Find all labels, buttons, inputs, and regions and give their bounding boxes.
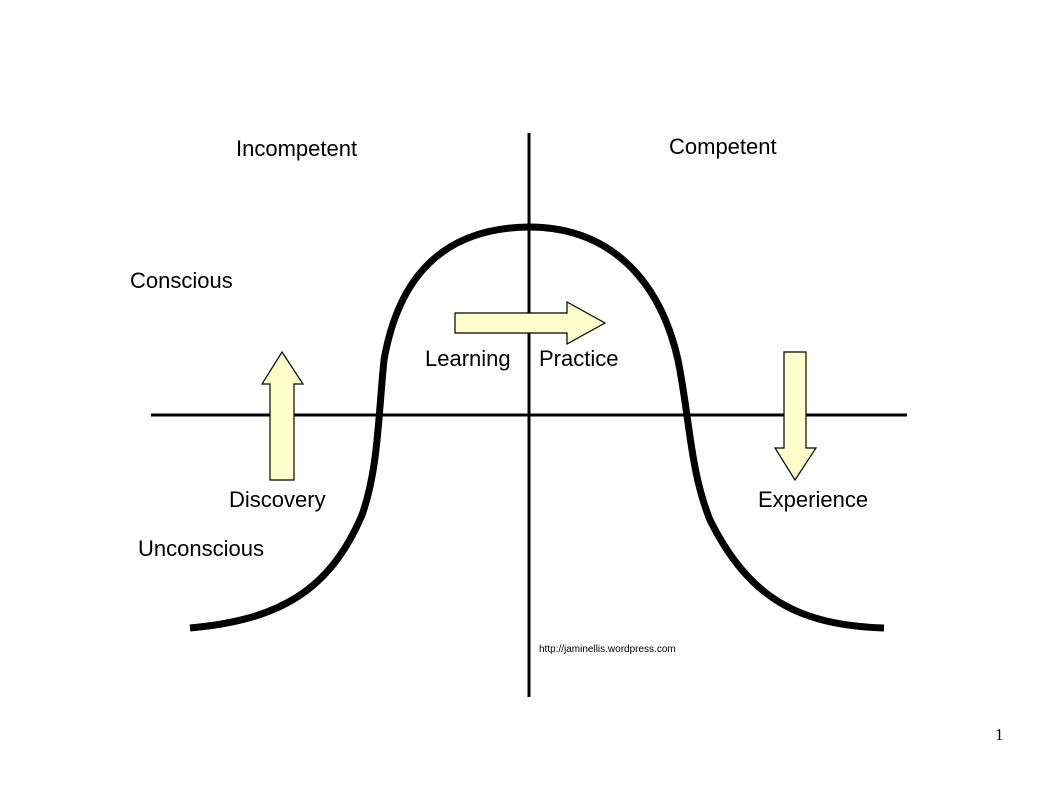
label-discovery: Discovery bbox=[229, 487, 326, 512]
arrow-up-icon bbox=[260, 350, 305, 481]
label-unconscious: Unconscious bbox=[138, 536, 264, 561]
label-conscious: Conscious bbox=[130, 268, 233, 293]
label-practice: Practice bbox=[539, 346, 619, 371]
label-learning: Learning bbox=[425, 346, 511, 371]
arrow-right-icon bbox=[454, 300, 607, 346]
bell-curve bbox=[189, 223, 885, 632]
arrow-down-icon bbox=[773, 351, 818, 482]
label-competent: Competent bbox=[669, 134, 777, 159]
source-url[interactable]: http://jaminellis.wordpress.com bbox=[539, 644, 676, 655]
label-experience: Experience bbox=[758, 487, 869, 512]
page-number: 1 bbox=[995, 725, 1004, 744]
label-incompetent: Incompetent bbox=[236, 136, 358, 161]
